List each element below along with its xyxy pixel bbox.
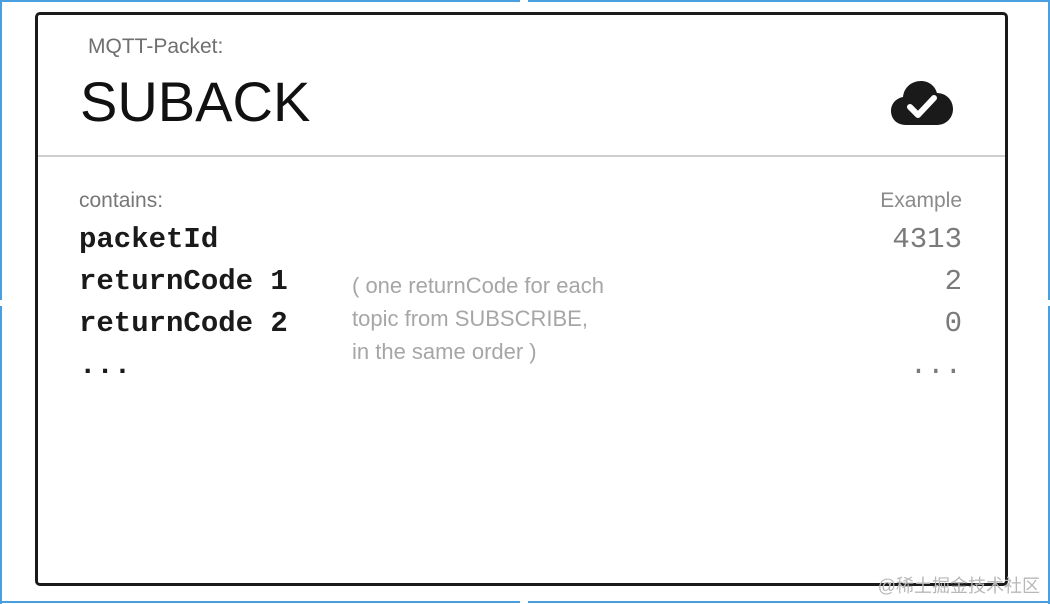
crop-guide-top-right — [528, 0, 1050, 2]
crop-guide-right-top — [1048, 0, 1050, 300]
note-line-3: in the same order ) — [352, 339, 537, 364]
example-return-code-1: 2 — [944, 265, 962, 298]
note-line-1: ( one returnCode for each — [352, 273, 604, 298]
crop-guide-bottom-right — [528, 601, 1050, 603]
example-packet-id: 4313 — [892, 223, 962, 256]
crop-guide-left-bottom — [0, 306, 2, 604]
return-code-note: ( one returnCode for each topic from SUB… — [352, 269, 604, 368]
packet-card: MQTT-Packet: SUBACK contains: Example pa… — [35, 12, 1008, 586]
example-ellipsis: ... — [909, 349, 962, 382]
card-header: MQTT-Packet: SUBACK — [38, 15, 1005, 157]
example-return-code-2: 0 — [944, 307, 962, 340]
packet-type-label: MQTT-Packet: — [88, 35, 224, 58]
cloud-check-icon — [891, 81, 953, 125]
field-packet-id: packetId — [79, 223, 219, 256]
crop-guide-top-left — [0, 0, 520, 2]
crop-guide-left-top — [0, 0, 2, 300]
crop-guide-bottom-left — [0, 601, 520, 603]
watermark: @稀土掘金技术社区 — [877, 576, 1040, 596]
field-return-code-1: returnCode 1 — [79, 265, 288, 298]
example-label: Example — [880, 189, 962, 212]
crop-guide-right-bottom — [1048, 306, 1050, 604]
contains-label: contains: — [79, 189, 164, 212]
packet-title: SUBACK — [80, 70, 311, 133]
note-line-2: topic from SUBSCRIBE, — [352, 306, 588, 331]
field-ellipsis: ... — [79, 349, 132, 382]
field-return-code-2: returnCode 2 — [79, 307, 288, 340]
